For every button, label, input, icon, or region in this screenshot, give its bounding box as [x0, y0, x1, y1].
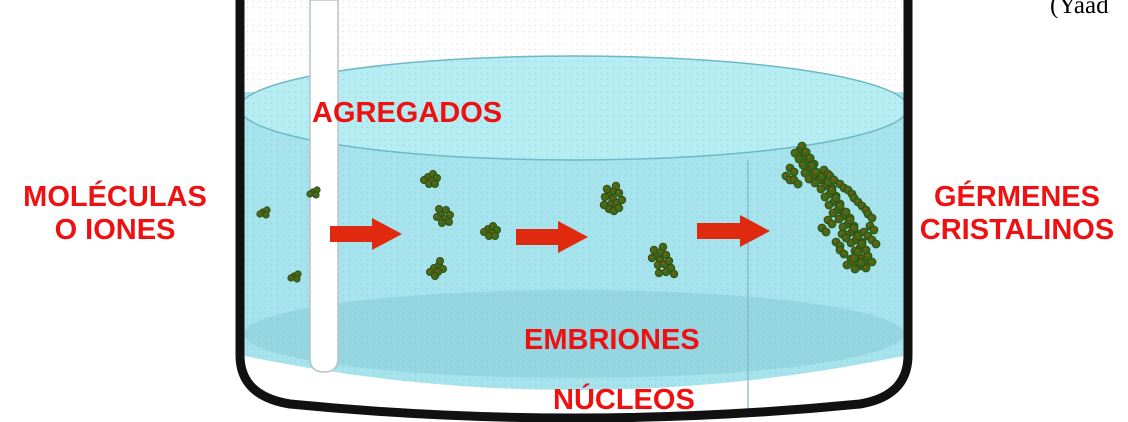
arrow-right-icon: [697, 215, 770, 247]
crystal-cluster-icon: [419, 169, 441, 188]
crystal-cluster-icon: [306, 186, 321, 199]
label-germenes-line1: GÉRMENES: [934, 181, 1100, 213]
label-moleculas-line2: O IONES: [54, 214, 176, 246]
stirring-rod-icon: [309, 0, 339, 373]
arrow-right-icon: [330, 218, 402, 250]
crystal-clusters: [256, 141, 881, 283]
crystal-cluster-icon: [599, 181, 627, 216]
beaker-wall: [235, 0, 913, 422]
crystal-cluster-icon: [647, 242, 679, 279]
crystal-cluster-icon: [432, 204, 454, 227]
citation-fragment: (Yaad: [1050, 0, 1109, 19]
crystal-cluster-icon: [287, 270, 302, 283]
label-embriones: EMBRIONES: [524, 324, 700, 356]
crystal-cluster-icon: [781, 141, 881, 274]
label-germenes-line2: CRISTALINOS: [919, 214, 1115, 246]
label-nucleos: NÚCLEOS: [553, 384, 695, 416]
label-germenes-cristalinos: GÉRMENES CRISTALINOS: [906, 181, 1128, 247]
beaker-icon: [235, 0, 913, 422]
label-moleculas-o-iones: MOLÉCULAS O IONES: [2, 181, 228, 247]
label-moleculas-line1: MOLÉCULAS: [23, 181, 207, 213]
crystal-cluster-icon: [425, 256, 447, 280]
label-agregados: AGREGADOS: [312, 97, 503, 129]
crystal-cluster-icon: [256, 206, 271, 219]
crystal-cluster-icon: [479, 221, 501, 240]
arrow-right-icon: [516, 221, 588, 253]
